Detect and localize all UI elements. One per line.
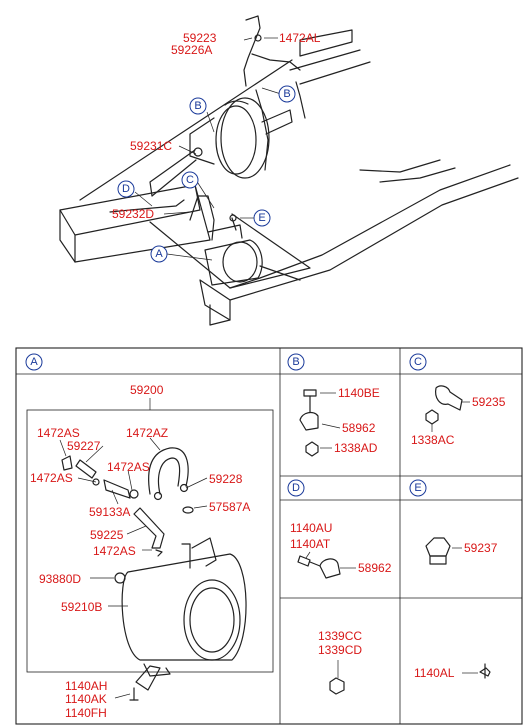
- overview-callout-b-left: B: [189, 97, 207, 115]
- label-b-58962: 58962: [342, 421, 376, 435]
- callout-b-left-text: B: [194, 100, 201, 112]
- assembly-label-59200: 59200: [130, 383, 164, 397]
- label-a-1140AK: 1140AK: [65, 692, 107, 706]
- label-d-1339CC: 1339CC: [318, 629, 362, 643]
- overview-callout-d: D: [117, 180, 135, 198]
- panel-b-tag: B: [292, 356, 299, 368]
- panel-a-leaders: [59, 437, 208, 699]
- panel-e-parts: [425, 537, 491, 679]
- brake-booster: [149, 97, 293, 197]
- panel-b: B 1140BE 58962 1338AD: [287, 353, 380, 457]
- overview-label-59226A: 59226A: [171, 43, 212, 57]
- label-a-1472AZ: 1472AZ: [126, 426, 168, 440]
- label-a-59225: 59225: [90, 528, 124, 542]
- label-d-1339CD: 1339CD: [318, 643, 362, 657]
- vehicle-frame: [59, 29, 519, 326]
- panel-a-tag: A: [30, 356, 38, 368]
- panel-c-parts: [425, 385, 463, 425]
- label-d-1140AT: 1140AT: [290, 537, 331, 551]
- label-e-59237: 59237: [464, 541, 498, 555]
- label-d-1140AU: 1140AU: [290, 521, 332, 535]
- detail-grid: [15, 347, 523, 725]
- label-b-1140BE: 1140BE: [338, 386, 380, 400]
- label-a-59133A: 59133A: [89, 505, 130, 519]
- label-d-58962: 58962: [358, 561, 392, 575]
- label-a-59228: 59228: [209, 472, 243, 486]
- label-a-59210B: 59210B: [61, 600, 102, 614]
- overview-label-59232D: 59232D: [112, 207, 154, 221]
- label-a-1472AS-4: 1472AS: [93, 544, 136, 558]
- vacuum-tank: [204, 224, 263, 286]
- overview-callout-c: C: [181, 171, 199, 189]
- panel-c-tag: C: [414, 356, 422, 368]
- panel-e-tag: E: [414, 482, 421, 494]
- label-e-1140AL: 1140AL: [414, 666, 455, 680]
- label-a-1140AH: 1140AH: [65, 679, 107, 693]
- label-b-1338AD: 1338AD: [334, 441, 378, 455]
- callout-a-text: A: [155, 248, 163, 260]
- label-a-1472AS-1: 1472AS: [37, 426, 80, 440]
- label-a-1472AS-3: 1472AS: [107, 460, 150, 474]
- label-a-1472AS-2: 1472AS: [30, 471, 73, 485]
- panel-d-parts: [297, 555, 345, 695]
- assembly-box: [26, 409, 274, 673]
- label-c-1338AC: 1338AC: [411, 433, 455, 447]
- overview-callout-b-right: B: [278, 85, 296, 103]
- panel-d-tag: D: [292, 482, 300, 494]
- panel-b-parts: [299, 389, 319, 457]
- callout-e-text: E: [258, 212, 265, 224]
- callout-d-text: D: [122, 183, 130, 195]
- callout-c-text: C: [186, 174, 194, 186]
- panel-e: E 59237 1140AL: [409, 479, 498, 680]
- label-a-1140FH: 1140FH: [65, 706, 107, 720]
- overview-label-59231C: 59231C: [130, 139, 172, 153]
- overview-label-1472AL: 1472AL: [279, 31, 321, 45]
- panel-c: C 59235 1338AC: [409, 353, 506, 447]
- overview-illustration: 59223 59226A 1472AL 59231C 59232D B B C …: [59, 15, 519, 326]
- panel-a-parts: [61, 447, 247, 701]
- label-c-59235: 59235: [472, 395, 506, 409]
- panel-a: A 59200: [25, 353, 274, 720]
- label-a-57587A: 57587A: [209, 500, 250, 514]
- overview-label-59223: 59223: [183, 31, 217, 45]
- overview-callout-e: E: [253, 209, 271, 227]
- panel-d: D 1140AU 1140AT 58962 1339CC 1339CD: [287, 479, 392, 695]
- label-a-93880D: 93880D: [39, 572, 81, 586]
- label-a-59227: 59227: [67, 439, 101, 453]
- vacuum-hoses: [109, 15, 301, 241]
- callout-b-right-text: B: [283, 88, 290, 100]
- overview-leaders: [134, 37, 282, 261]
- overview-callout-a: A: [150, 245, 168, 263]
